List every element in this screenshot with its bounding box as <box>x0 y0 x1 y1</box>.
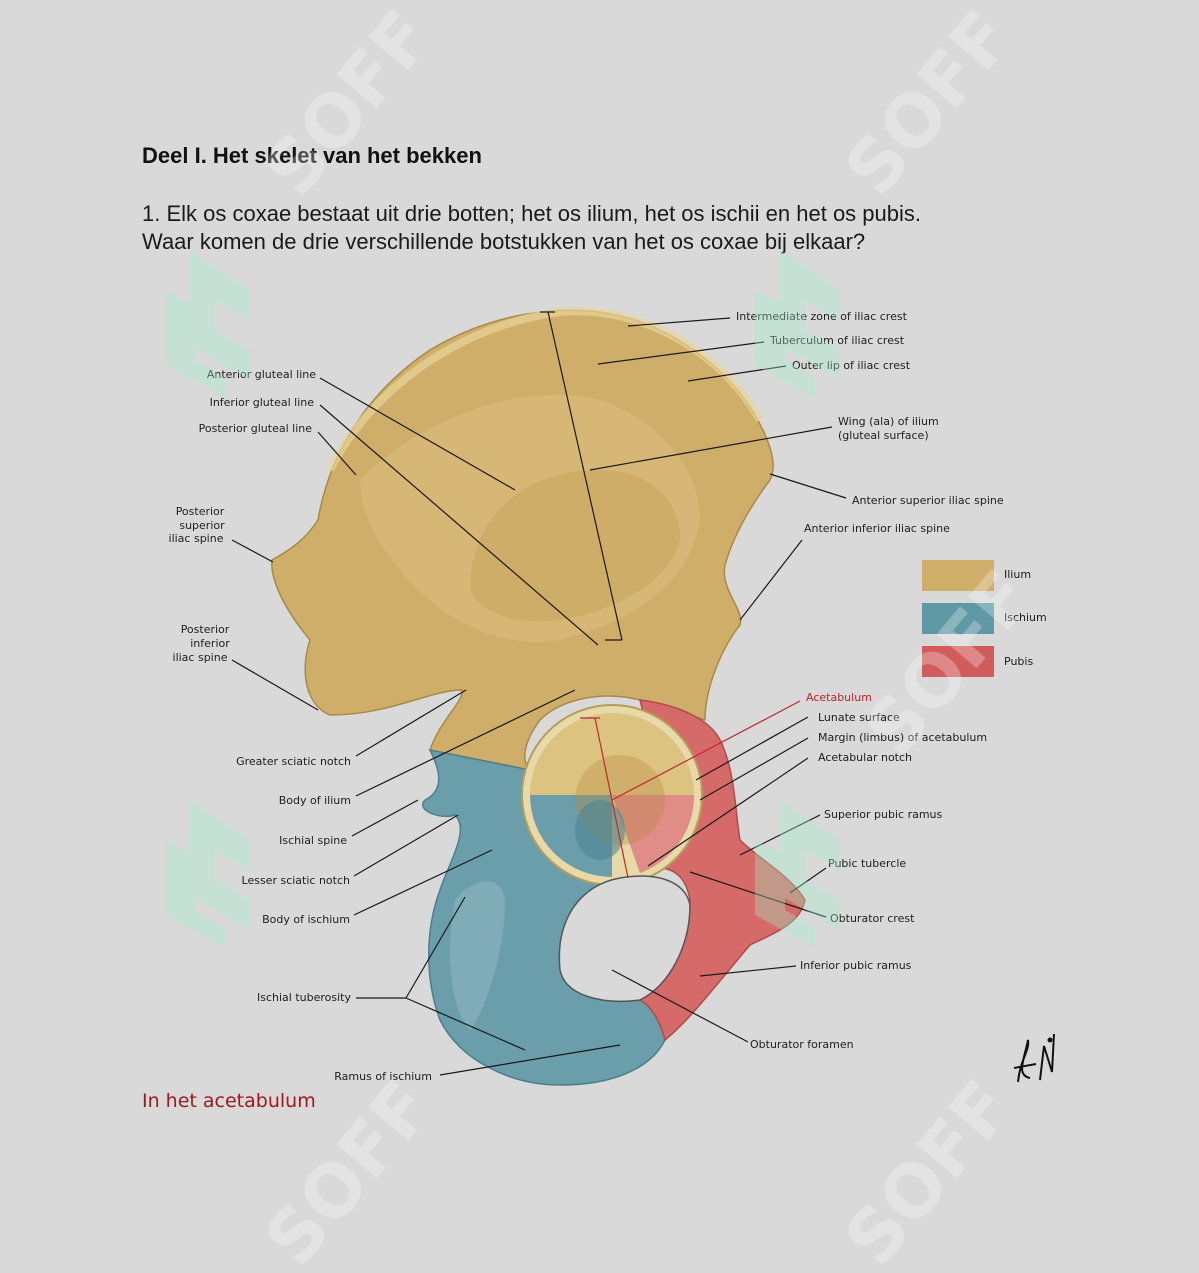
label-acetabular-notch: Acetabular notch <box>818 751 912 764</box>
label-lunate: Lunate surface <box>818 711 900 724</box>
leader-inferior-pubic <box>699 965 797 977</box>
label-acetabulum: Acetabulum <box>806 691 872 704</box>
artist-signature <box>1013 1033 1055 1083</box>
legend-swatch-ilium <box>922 560 994 591</box>
label-margin: Margin (limbus) of acetabulum <box>818 731 987 744</box>
acetabulum-pubis-part <box>612 795 695 873</box>
leader-intermediate-zone <box>627 317 731 327</box>
legend-swatch-pubis <box>922 646 994 677</box>
label-psis-2: superior <box>179 519 225 532</box>
label-ischial-spine: Ischial spine <box>279 834 347 847</box>
legend-swatch-ischium <box>922 603 994 634</box>
leader-superior-pubic <box>739 814 821 856</box>
leader-body-ilium <box>355 689 576 797</box>
acetabulum-ilium-part <box>530 713 694 795</box>
label-psis-1: Posterior <box>176 505 225 518</box>
section-heading: Deel I. Het skelet van het bekken <box>142 143 482 168</box>
leader-psis <box>231 539 274 563</box>
leader-ischial-spine <box>351 799 419 837</box>
label-tuberculum: Tuberculum of iliac crest <box>769 334 905 347</box>
leader-piis <box>231 659 319 711</box>
label-ramus-ischium: Ramus of ischium <box>334 1070 432 1083</box>
leader-tuberculum <box>597 341 765 365</box>
label-obturator-crest: Obturator crest <box>830 912 915 925</box>
label-psis-3: iliac spine <box>169 532 224 545</box>
leader-lesser-sciatic <box>353 814 459 877</box>
leader-inferior-gluteal <box>319 404 599 646</box>
label-piis-3: iliac spine <box>173 651 228 664</box>
leader-outer-lip <box>687 365 787 382</box>
leader-pubic-tubercle <box>789 867 827 894</box>
leader-aiis <box>739 539 803 621</box>
leader-asis <box>769 473 847 499</box>
label-piis-1: Posterior <box>181 623 230 636</box>
legend-label-ischium: Ischium <box>1004 611 1047 624</box>
label-ischial-tuberosity: Ischial tuberosity <box>257 991 351 1004</box>
label-asis: Anterior superior iliac spine <box>852 494 1004 507</box>
ischial-tuberosity-shade <box>450 881 505 1030</box>
leader-greater-sciatic <box>355 689 467 757</box>
label-lesser-sciatic: Lesser sciatic notch <box>242 874 351 887</box>
leader-vertical <box>547 311 623 641</box>
label-body-ilium: Body of ilium <box>279 794 351 807</box>
leader-obturator-foramen <box>611 969 749 1043</box>
ilium-fossa <box>470 470 680 622</box>
label-inferior-pubic: Inferior pubic ramus <box>800 959 912 972</box>
label-anterior-gluteal: Anterior gluteal line <box>207 368 316 381</box>
legend-label-pubis: Pubis <box>1004 655 1033 668</box>
label-obturator-foramen: Obturator foramen <box>750 1038 854 1051</box>
leader-ramus-ischium <box>439 1044 621 1076</box>
label-piis-2: inferior <box>190 637 230 650</box>
label-wing-1: Wing (ala) of ilium <box>838 415 939 428</box>
leader-margin <box>699 737 809 801</box>
label-wing-2: (gluteal surface) <box>838 429 929 442</box>
label-inferior-gluteal: Inferior gluteal line <box>210 396 315 409</box>
acetabulum-red-line-2 <box>611 700 801 801</box>
question-text: 1. Elk os coxae bestaat uit drie botten;… <box>142 200 1102 256</box>
label-greater-sciatic: Greater sciatic notch <box>236 755 351 768</box>
label-aiis: Anterior inferior iliac spine <box>804 522 950 535</box>
label-intermediate-zone: Intermediate zone of iliac crest <box>736 310 908 323</box>
label-body-ischium: Body of ischium <box>262 913 350 926</box>
iliac-crest <box>326 307 764 472</box>
acetabulum-inner-shade <box>575 800 625 860</box>
question-line-1: 1. Elk os coxae bestaat uit drie botten;… <box>142 201 921 226</box>
label-posterior-gluteal: Posterior gluteal line <box>199 422 313 435</box>
legend-label-ilium: Ilium <box>1004 568 1031 581</box>
label-pubic-tubercle: Pubic tubercle <box>828 857 906 870</box>
label-outer-lip: Outer lip of iliac crest <box>792 359 911 372</box>
leader-lunate <box>695 716 809 781</box>
leader-acetabular-notch <box>647 757 809 867</box>
acetabulum-red-line-1 <box>594 717 629 879</box>
label-superior-pubic: Superior pubic ramus <box>824 808 943 821</box>
obturator-foramen-hole <box>558 875 691 1002</box>
leader-body-ischium <box>353 849 493 916</box>
answer-text: In het acetabulum <box>142 1090 316 1112</box>
question-line-2: Waar komen de drie verschillende botstuk… <box>142 229 866 254</box>
leader-anterior-gluteal <box>319 377 516 491</box>
leader-obturator-crest <box>689 871 827 918</box>
leader-wing <box>589 426 833 471</box>
leader-posterior-gluteal <box>317 431 357 476</box>
color-legend: Ilium Ischium Pubis <box>922 560 1047 677</box>
